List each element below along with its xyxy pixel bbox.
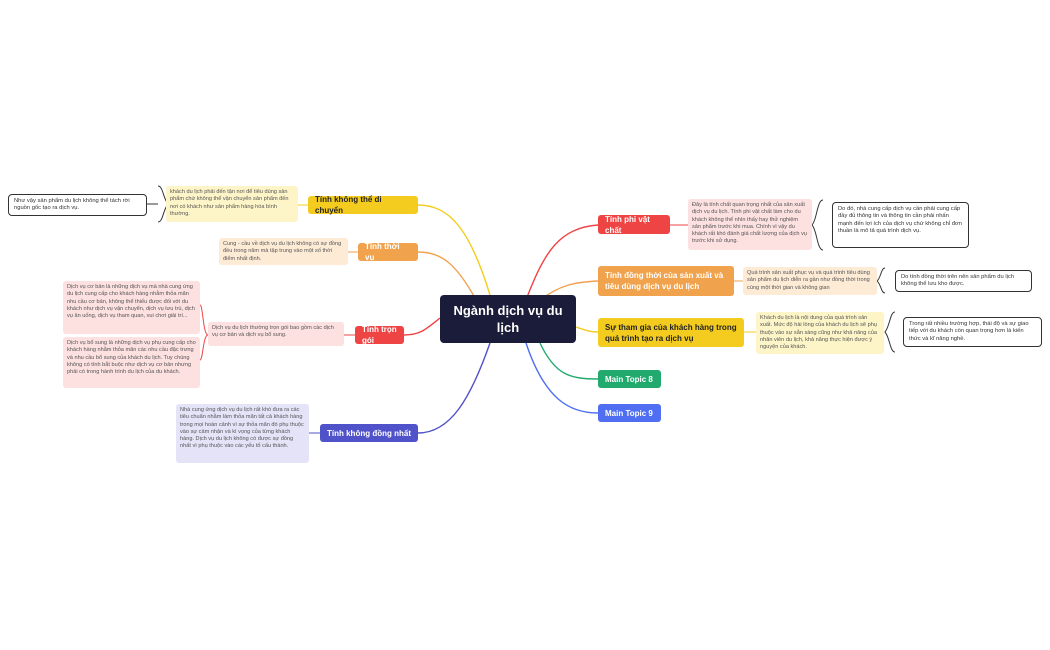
callout-su-tham-gia[interactable]: Trong rất nhiều trường hợp, thái độ và s…	[903, 317, 1042, 347]
topic-label: Tính thời vụ	[365, 242, 400, 262]
note-thoi-vu[interactable]: Cung - cầu về dịch vụ du lịch không có s…	[219, 238, 348, 265]
central-topic-label: Ngành dịch vụ du lịch	[453, 303, 563, 335]
topic-khong-dong-nhat[interactable]: Tính không đồng nhất	[320, 424, 418, 442]
subnote-text: Dịch vụ cơ bản là những dịch vụ mà nhà c…	[67, 284, 195, 320]
link-main-topic-8	[539, 342, 599, 380]
topic-label: Tính không đồng nhất	[327, 428, 411, 438]
topic-label: Main Topic 8	[605, 374, 653, 384]
link-tron-goi	[403, 317, 441, 336]
callout-khong-the-di-chuyen[interactable]: Như vậy sản phẩm du lịch không thể tách …	[8, 194, 147, 216]
topic-label: Sự tham gia của khách hàng trong quá trì…	[605, 322, 737, 343]
topic-main-topic-9[interactable]: Main Topic 9	[598, 404, 661, 422]
subnote-dich-vu-bo-sung[interactable]: Dịch vụ bổ sung là những dịch vụ phụ cun…	[63, 337, 200, 388]
central-topic[interactable]: Ngành dịch vụ du lịch	[440, 295, 576, 343]
note-su-tham-gia[interactable]: Khách du lịch là nội dung của quá trình …	[756, 312, 884, 354]
note-text: Khách du lịch là nội dung của quá trình …	[760, 315, 877, 351]
topic-label: Tính phi vật chất	[605, 214, 650, 235]
link-tinh-phi-vat-chat	[525, 224, 599, 301]
note-text: Nhà cung ứng dịch vụ du lịch rất khó đưa…	[180, 407, 304, 450]
topic-main-topic-8[interactable]: Main Topic 8	[598, 370, 661, 388]
subnote-text: Dịch vụ bổ sung là những dịch vụ phụ cun…	[67, 340, 196, 376]
topic-tron-goi[interactable]: Tính trọn gói	[355, 325, 404, 345]
callout-tinh-phi-vat-chat[interactable]: Do đó, nhà cung cấp dịch vụ cần phải cun…	[832, 202, 969, 248]
note-khong-the-di-chuyen[interactable]: khách du lịch phải đến tận nơi để tiêu d…	[166, 186, 298, 222]
link-main-topic-9	[525, 342, 599, 414]
note-text: khách du lịch phải đến tận nơi để tiêu d…	[170, 189, 289, 217]
note-text: Cung - cầu về dịch vụ du lịch không có s…	[223, 241, 342, 262]
note-tinh-phi-vat-chat[interactable]: Đây là tính chất quan trọng nhất của sản…	[688, 199, 812, 250]
callout-bracket	[876, 267, 886, 294]
note-tron-goi[interactable]: Dịch vụ du lịch thường trọn gói bao gồm …	[208, 322, 344, 346]
note-text: Đây là tính chất quan trọng nhất của sản…	[692, 202, 808, 245]
link-thoi-vu	[417, 251, 476, 299]
callout-text: Do tính đồng thời trên nên sản phẩm du l…	[901, 274, 1015, 288]
topic-tinh-phi-vat-chat[interactable]: Tính phi vật chất	[598, 214, 670, 235]
callout-tinh-dong-thoi[interactable]: Do tính đồng thời trên nên sản phẩm du l…	[895, 270, 1032, 292]
note-text: Quá trình sản xuất phục vụ và quá trình …	[747, 270, 870, 291]
callout-text: Do đó, nhà cung cấp dịch vụ cần phải cun…	[838, 206, 962, 235]
topic-label: Tính không thể di chuyển	[315, 195, 382, 215]
callout-text: Trong rất nhiều trường hợp, thái độ và s…	[909, 321, 1029, 342]
callout-bracket	[811, 199, 824, 251]
topic-khong-the-di-chuyen[interactable]: Tính không thể di chuyển	[308, 195, 418, 215]
topic-thoi-vu[interactable]: Tính thời vụ	[358, 242, 418, 262]
note-khong-dong-nhat[interactable]: Nhà cung ứng dịch vụ du lịch rất khó đưa…	[176, 404, 309, 463]
topic-tinh-dong-thoi[interactable]: Tính đồng thời của sản xuất và tiêu dùng…	[598, 266, 734, 296]
note-tinh-dong-thoi[interactable]: Quá trình sản xuất phục vụ và quá trình …	[743, 267, 877, 295]
link-khong-dong-nhat	[417, 342, 491, 434]
callout-bracket	[884, 311, 896, 353]
subnote-dich-vu-co-ban[interactable]: Dịch vụ cơ bản là những dịch vụ mà nhà c…	[63, 281, 200, 334]
topic-label: Main Topic 9	[605, 408, 653, 418]
note-text: Dịch vụ du lịch thường trọn gói bao gồm …	[212, 325, 334, 339]
link-khong-the-di-chuyen	[417, 204, 491, 296]
topic-label: Tính trọn gói	[362, 325, 397, 345]
topic-label: Tính đồng thời của sản xuất và tiêu dùng…	[605, 271, 724, 291]
link-su-tham-gia	[575, 326, 599, 333]
topic-su-tham-gia[interactable]: Sự tham gia của khách hàng trong quá trì…	[598, 318, 744, 347]
callout-text: Như vậy sản phẩm du lịch không thể tách …	[14, 198, 130, 212]
